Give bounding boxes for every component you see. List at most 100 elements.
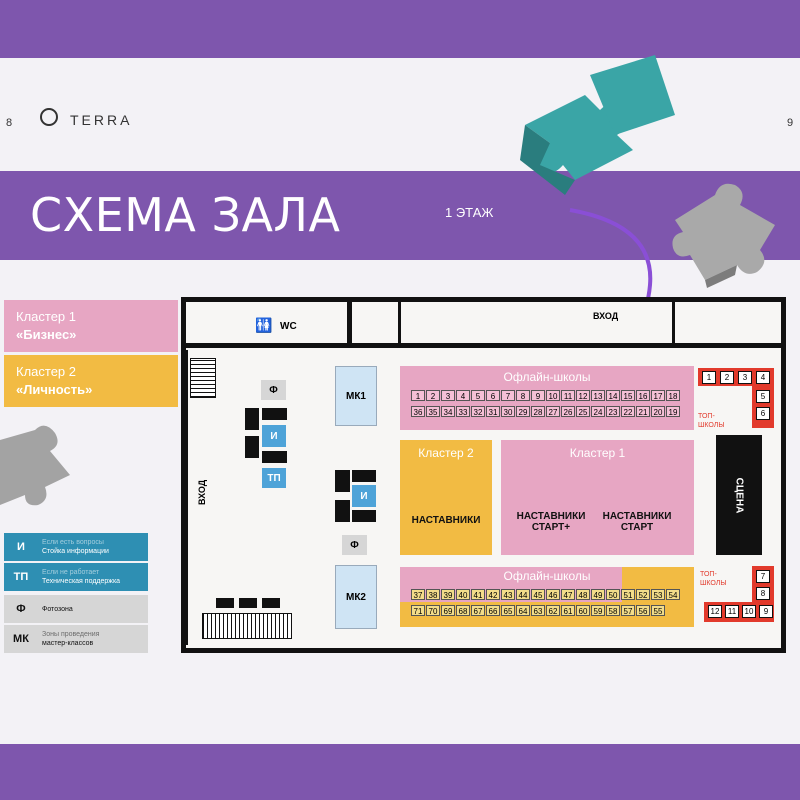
page-number-right: 9 [787,117,794,129]
stage-label: СЦЕНА [733,477,745,514]
legend-line2: Техническая поддержка [42,578,121,585]
logo: TERRA [70,112,133,128]
seat: 14 [606,390,620,401]
wall [186,350,188,645]
seat: 50 [606,589,620,600]
top-school-seat: 11 [725,605,739,618]
title-band [0,171,800,260]
seat: 42 [486,589,500,600]
seat: 53 [651,589,665,600]
wall [181,343,347,348]
seat: 64 [516,605,530,616]
seat: 19 [666,406,680,417]
seat: 35 [426,406,440,417]
desk [352,510,376,522]
seat: 31 [486,406,500,417]
stage [716,435,762,555]
seat: 23 [606,406,620,417]
seat: 71 [411,605,425,616]
cluster-1-label: Кластер 1 «Бизнес» [4,300,178,352]
seat: 22 [621,406,635,417]
desk [335,470,350,492]
seat: 24 [591,406,605,417]
tech-support: ТП [262,468,286,488]
desk [239,598,257,608]
seat: 49 [591,589,605,600]
seat: 45 [531,589,545,600]
seat: 4 [456,390,470,401]
cluster-2-title: Кластер 2 [16,364,76,379]
legend-line2: Фотозона [42,605,73,613]
seat: 15 [621,390,635,401]
photozone-1: Ф [261,380,286,400]
seat: 46 [546,589,560,600]
seat: 62 [546,605,560,616]
seat: 9 [531,390,545,401]
seat: 13 [591,390,605,401]
seat: 61 [561,605,575,616]
cluster-1-zone [501,440,694,555]
seat: 70 [426,605,440,616]
seat: 47 [561,589,575,600]
seat: 21 [636,406,650,417]
desk [262,451,287,463]
seat: 44 [516,589,530,600]
info-stand-1: И [262,425,286,447]
seat: 12 [576,390,590,401]
offline-schools-top-label: Офлайн-школы [503,370,591,384]
wc-label: WC [280,321,297,332]
desk [245,408,259,430]
seat: 25 [576,406,590,417]
seat: 2 [426,390,440,401]
seat: 54 [666,589,680,600]
desk [352,470,376,482]
top-schools-upper [698,368,774,386]
seat: 10 [546,390,560,401]
seat: 63 [531,605,545,616]
desk [262,598,280,608]
seat: 43 [501,589,515,600]
seat: 56 [636,605,650,616]
desk [245,436,259,458]
top-school-seat: 6 [756,407,770,420]
wall [398,300,401,343]
mk1-zone: МК1 [335,366,377,426]
cluster-2-zone [400,440,492,555]
seat: 32 [471,406,485,417]
top-school-seat: 8 [756,587,770,600]
seat: 7 [501,390,515,401]
legend-code: И [4,533,38,561]
cluster-1-zone-label: Кластер 1 [569,446,626,460]
seat: 36 [411,406,425,417]
stairs [190,358,216,398]
top-schools-upper-label: ТОП- ШКОЛЫ [698,413,725,429]
top-school-seat: 7 [756,570,770,583]
seat: 28 [531,406,545,417]
photozone-2: Ф [342,535,367,555]
seat: 55 [651,605,665,616]
top-school-seat: 5 [756,390,770,403]
seat: 59 [591,605,605,616]
mentors-label: НАСТАВНИКИ [411,514,481,526]
seat: 37 [411,589,425,600]
seat: 40 [456,589,470,600]
seat: 3 [441,390,455,401]
page-title: СХЕМА ЗАЛА [30,188,341,242]
legend-line1: Зоны проведения [42,631,100,638]
seat: 6 [486,390,500,401]
seat: 16 [636,390,650,401]
seat: 51 [621,589,635,600]
seat: 1 [411,390,425,401]
seat: 11 [561,390,575,401]
top-school-seat: 3 [738,371,752,384]
stairs [202,613,292,639]
legend-text: Фотозона [38,595,148,623]
seat: 34 [441,406,455,417]
cluster-2-label: Кластер 2 «Личность» [4,355,178,407]
